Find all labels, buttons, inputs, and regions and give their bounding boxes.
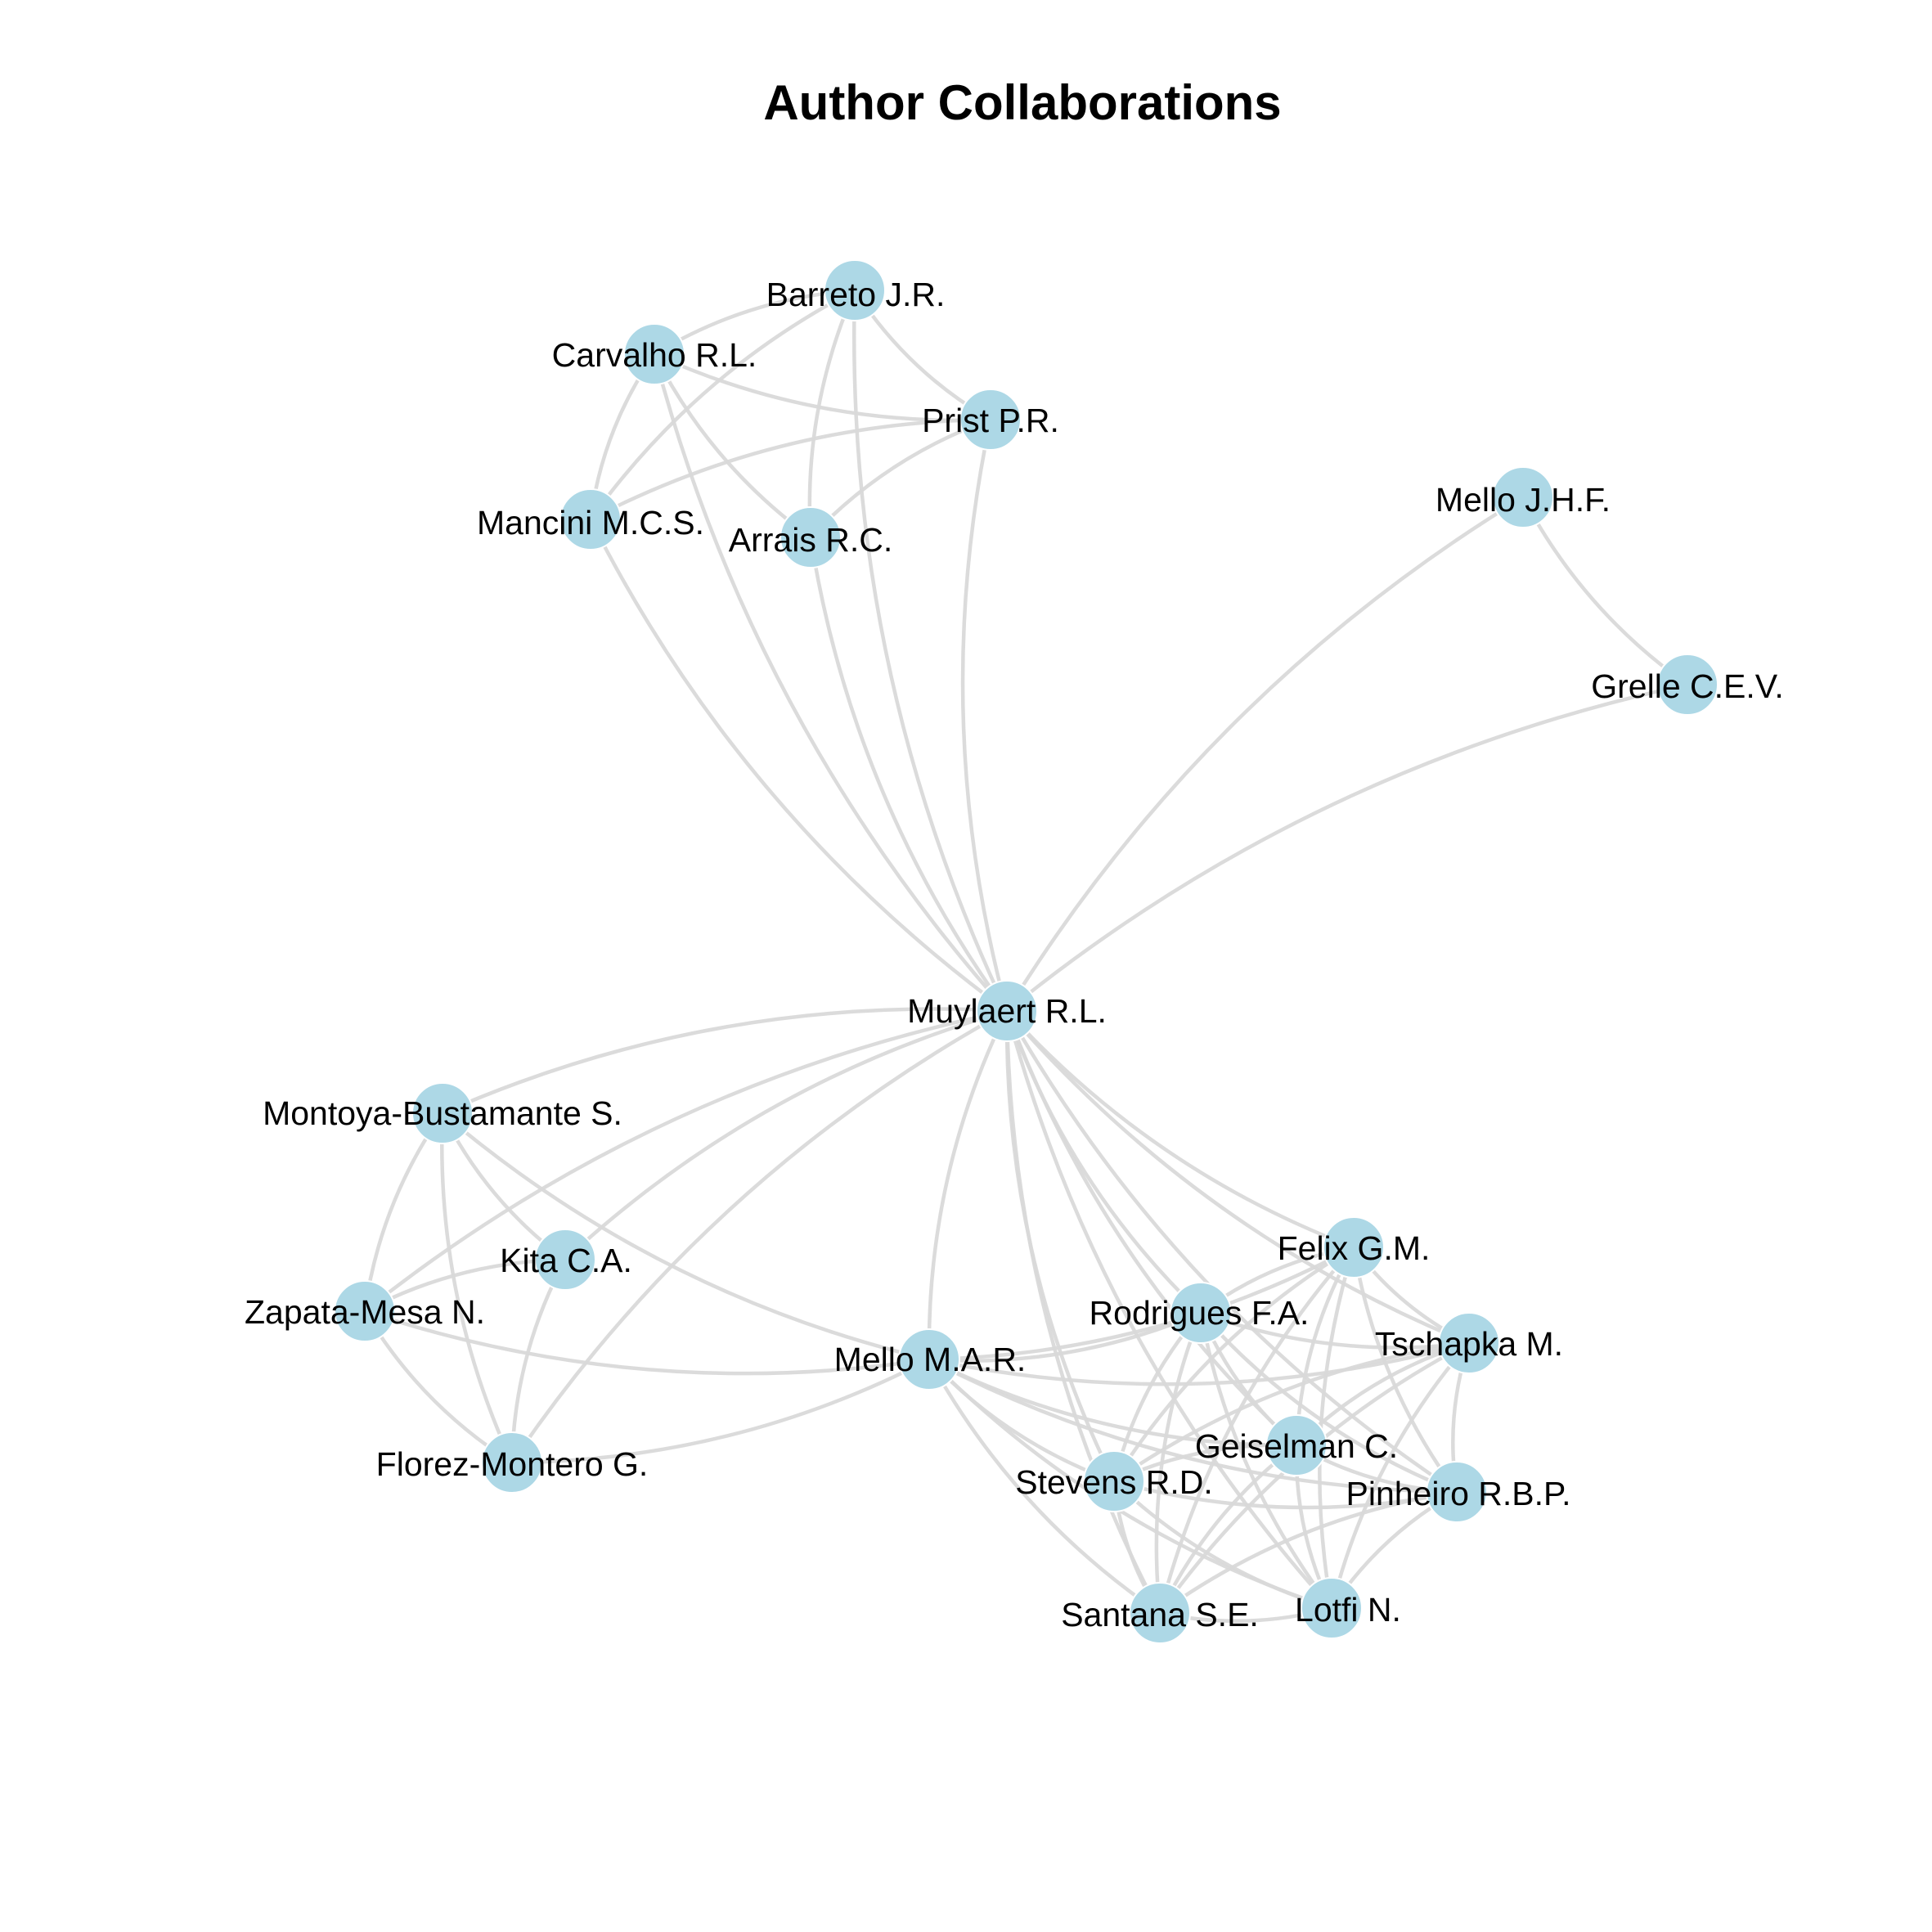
- node-label-zapata: Zapata-Mesa N.: [245, 1293, 485, 1331]
- edge-barreto-mancini: [588, 288, 857, 522]
- node-rodrigues: [1170, 1282, 1232, 1344]
- edge-muylaert-tschapka: [1004, 1009, 1471, 1346]
- node-pinheiro: [1426, 1461, 1488, 1523]
- edge-mellomar-rodrigues: [927, 1310, 1203, 1363]
- edge-prist-muylaert: [960, 417, 1009, 1013]
- node-florez: [481, 1431, 543, 1494]
- node-label-mellomar: Mello M.A.R.: [834, 1341, 1027, 1378]
- node-label-montoya: Montoya-Bustamante S.: [263, 1094, 622, 1132]
- edge-muylaert-pinheiro: [1004, 1009, 1459, 1494]
- edge-muylaert-kita: [563, 1009, 1009, 1262]
- node-tschapka: [1438, 1312, 1500, 1374]
- node-mellojhf: [1492, 466, 1554, 528]
- node-arrais: [780, 506, 842, 568]
- edge-mellomar-tschapka: [927, 1341, 1471, 1386]
- node-label-arrais: Arrais R.C.: [729, 521, 892, 559]
- edge-grelle-muylaert: [1004, 682, 1690, 1013]
- labels-layer: Barreto J.R.Carvalho R.L. Prist P.R. Manci…: [245, 276, 1784, 1633]
- node-label-grelle: Grelle C.E.V.: [1591, 667, 1783, 705]
- node-label-santana: Santana S.E.: [1061, 1596, 1259, 1633]
- node-grelle: [1656, 654, 1719, 716]
- edge-barreto-arrais: [807, 288, 857, 540]
- node-label-geiselman: Geiselman C.: [1195, 1427, 1398, 1465]
- edge-muylaert-montoya: [440, 1007, 1009, 1116]
- edge-mellomar-santana: [927, 1357, 1162, 1615]
- edge-muylaert-florez: [510, 1009, 1009, 1465]
- edge-pinheiro-santana: [1157, 1489, 1459, 1615]
- node-prist: [959, 389, 1022, 451]
- edge-prist-mancini: [588, 417, 993, 522]
- edge-zapata-mellomar: [362, 1309, 932, 1376]
- edge-mellomar-felix: [927, 1245, 1356, 1362]
- node-label-felix: Felix G.M.: [1278, 1229, 1431, 1267]
- edge-muylaert-geiselman: [1004, 1009, 1299, 1448]
- node-label-barreto: Barreto J.R.: [766, 276, 946, 313]
- node-label-tschapka: Tschapka M.: [1375, 1325, 1563, 1363]
- edge-carvalho-arrais: [652, 352, 813, 540]
- edge-tschapka-lotfi: [1329, 1341, 1471, 1611]
- node-label-lotfi: Lotfi N.: [1295, 1591, 1401, 1629]
- edge-montoya-florez: [440, 1111, 514, 1465]
- edge-rodrigues-lotfi: [1198, 1310, 1334, 1611]
- node-label-carvalho: Carvalho R.L.: [552, 336, 757, 374]
- edge-barreto-muylaert: [851, 288, 1009, 1013]
- edge-stevens-lotfi: [1112, 1479, 1334, 1611]
- node-geiselman: [1265, 1414, 1328, 1476]
- edge-felix-santana: [1157, 1245, 1356, 1615]
- node-mancini: [559, 488, 622, 550]
- node-zapata: [334, 1280, 396, 1342]
- edge-rodrigues-pinheiro: [1198, 1310, 1459, 1494]
- node-felix: [1323, 1216, 1385, 1278]
- node-kita: [534, 1229, 596, 1291]
- edge-rodrigues-tschapka: [1198, 1310, 1471, 1350]
- node-muylaert: [976, 980, 1038, 1042]
- node-label-kita: Kita C.A.: [500, 1242, 632, 1279]
- diagram-title: Author Collaborations: [763, 75, 1281, 130]
- edge-mellojhf-muylaert: [1004, 495, 1525, 1013]
- nodes-layer: [334, 259, 1719, 1644]
- edge-muylaert-lotfi: [1004, 1009, 1334, 1611]
- node-label-pinheiro: Pinheiro R.B.P.: [1346, 1475, 1570, 1512]
- node-santana: [1129, 1582, 1191, 1644]
- node-barreto: [824, 259, 886, 321]
- node-carvalho: [623, 323, 685, 385]
- edge-mancini-muylaert: [588, 517, 1009, 1013]
- node-label-stevens: Stevens R.D.: [1015, 1463, 1213, 1501]
- edge-muylaert-santana: [1004, 1009, 1162, 1615]
- edge-arrais-muylaert: [808, 535, 1009, 1013]
- node-label-mellojhf: Mello J.H.F.: [1436, 481, 1611, 519]
- node-label-rodrigues: Rodrigues F.A.: [1090, 1294, 1310, 1332]
- node-label-muylaert: Muylaert R.L.: [907, 992, 1107, 1030]
- edge-mellojhf-grelle: [1521, 495, 1690, 687]
- node-montoya: [411, 1082, 474, 1144]
- edge-florez-mellomar: [510, 1357, 932, 1465]
- node-lotfi: [1301, 1577, 1363, 1639]
- edge-muylaert-felix: [1004, 1009, 1356, 1250]
- edge-carvalho-muylaert: [652, 352, 1009, 1013]
- node-label-florez: Florez-Montero G.: [376, 1445, 649, 1483]
- edge-muylaert-mellomar: [927, 1009, 1009, 1362]
- node-label-prist: Prist P.R.: [922, 402, 1059, 439]
- node-mellomar: [898, 1328, 960, 1391]
- node-stevens: [1083, 1450, 1145, 1512]
- edge-rodrigues-santana: [1154, 1310, 1203, 1615]
- node-label-mancini: Mancini M.C.S.: [477, 504, 704, 541]
- edge-tschapka-stevens: [1112, 1341, 1471, 1484]
- edge-montoya-mellomar: [440, 1111, 932, 1362]
